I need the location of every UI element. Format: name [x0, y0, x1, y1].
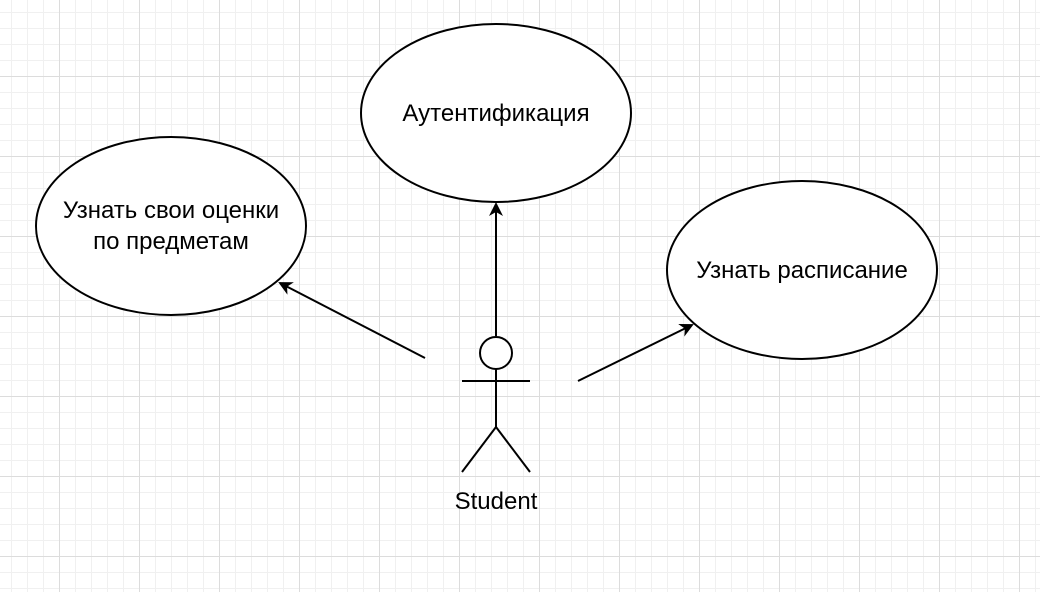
use-case-auth-label: Аутентификация: [366, 83, 626, 143]
use-case-schedule-text: Узнать расписание: [696, 256, 908, 284]
use-case-grades-text-line2: по предметам: [93, 228, 249, 255]
actor-student-figure[interactable]: [461, 336, 531, 473]
actor-head: [479, 336, 513, 370]
use-case-grades-label: Узнать свои оценки по предметам: [36, 194, 306, 258]
association-student-grades[interactable]: [278, 282, 426, 359]
use-case-schedule-label: Узнать расписание: [667, 240, 937, 300]
association-student-schedule[interactable]: [577, 324, 694, 382]
use-case-grades-ellipse[interactable]: [35, 136, 307, 316]
use-case-auth-text: Аутентификация: [402, 99, 590, 127]
actor-left-leg: [461, 426, 497, 473]
actor-right-leg: [495, 426, 531, 473]
actor-student-label: Student: [454, 488, 538, 515]
use-case-grades-text-line1: Узнать свои оценки: [62, 197, 280, 224]
use-case-schedule-ellipse[interactable]: [666, 180, 938, 360]
